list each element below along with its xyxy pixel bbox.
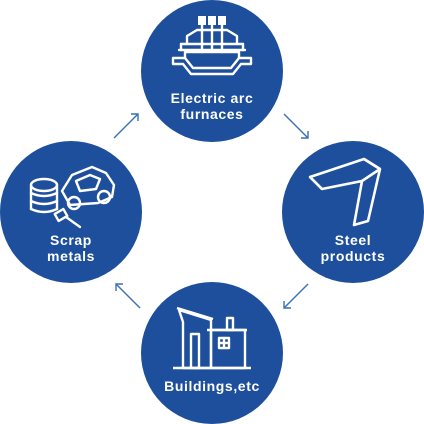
- arrow-right-to-bottom: [280, 282, 310, 312]
- arrow-left-to-top: [112, 110, 142, 140]
- node-label-line: metals: [47, 248, 95, 264]
- buildings-label: Buildings,etc: [141, 378, 283, 394]
- steel-products-node: Steel products: [282, 141, 424, 283]
- node-label-line: Steel: [334, 232, 372, 248]
- electric-arc-furnaces-node: Electric arc furnaces: [141, 0, 283, 142]
- node-label-line: Scrap: [50, 232, 92, 248]
- buildings-node: Buildings,etc: [141, 282, 283, 424]
- scrap-metal-icon: [29, 165, 116, 229]
- node-label-line: Buildings,etc: [164, 378, 260, 394]
- scrap-metals-label: Scrap metals: [0, 232, 142, 264]
- electric-arc-furnace-icon: [171, 16, 253, 76]
- electric-arc-furnaces-label: Electric arc furnaces: [141, 90, 283, 122]
- node-label-line: furnaces: [180, 106, 244, 122]
- node-label-line: Electric arc: [170, 90, 254, 106]
- steel-products-label: Steel products: [282, 232, 424, 264]
- node-label-line: products: [320, 248, 386, 264]
- arrow-top-to-right: [282, 112, 312, 142]
- arrow-bottom-to-left: [112, 280, 142, 310]
- steel-angle-icon: [308, 157, 382, 227]
- building-icon: [173, 306, 251, 370]
- scrap-metals-node: Scrap metals: [0, 141, 142, 283]
